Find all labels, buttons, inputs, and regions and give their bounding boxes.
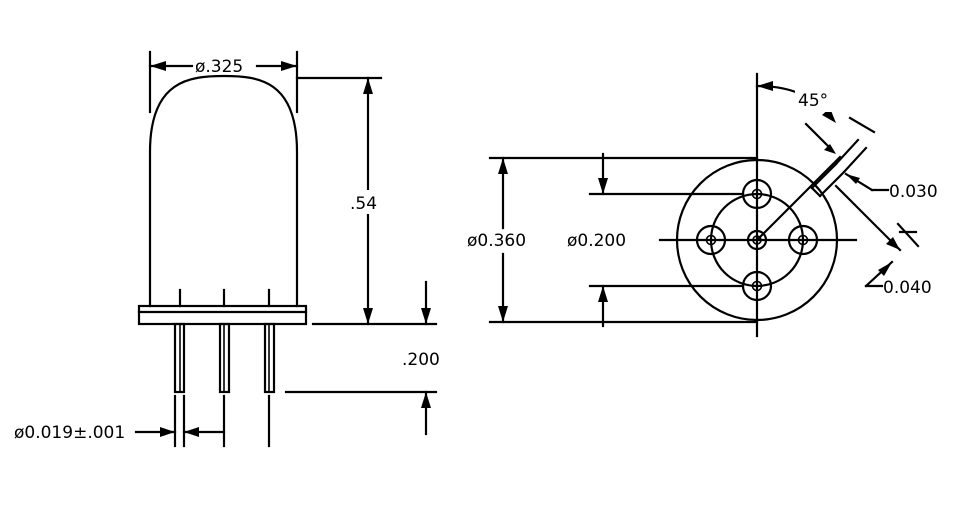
side-view: ø.325 .54 .200 ø0.019±.001 [14, 50, 440, 448]
dim-cap-arrow-left [150, 61, 166, 71]
dim-030-ext [848, 116, 876, 134]
tab-center-line [755, 155, 842, 242]
dim-040-label: 0.040 [883, 278, 932, 298]
dim-030-arrow [824, 144, 836, 154]
dim-cap-label: ø.325 [195, 57, 243, 77]
dim-base-label: ø0.360 [467, 231, 526, 251]
dim-040-line [834, 184, 902, 252]
tab-edge-2 [818, 170, 846, 198]
dim-030-leader-arrow [846, 174, 860, 184]
dim-lead-label: .200 [402, 350, 440, 370]
dim-pins-label: ø0.200 [567, 231, 626, 251]
dim-lead-arrow-bottom [421, 392, 431, 408]
dim-leaddia-arrow-left [160, 427, 175, 437]
dim-angle-label-bg [795, 88, 839, 112]
tab-end [810, 186, 822, 198]
dim-base-arrow-top [498, 158, 508, 174]
cap-outline [148, 74, 299, 308]
dim-040-arrow [886, 237, 900, 250]
dim-030-label: 0.030 [889, 182, 938, 202]
dim-040-ext [896, 222, 920, 248]
flange [137, 304, 308, 326]
dim-leaddia-label: ø0.019±.001 [14, 423, 125, 443]
dim-height-label-bg [348, 190, 386, 214]
bottom-view: ø0.360 ø0.200 45° 0.030 0.040 [467, 72, 938, 338]
dim-lead-arrow-top [421, 308, 431, 324]
dim-height-arrow-bottom [363, 308, 373, 324]
dim-height-arrow-top [363, 78, 373, 94]
pin-right [787, 224, 819, 256]
dim-height-label: .54 [350, 194, 377, 214]
dim-pins-arrow-bottom [598, 286, 608, 302]
pin-center [746, 229, 768, 251]
dim-angle-arrow-right [822, 108, 836, 123]
dim-cap-arrow-right [281, 61, 297, 71]
dim-leaddia-arrow-right [184, 427, 199, 437]
tab-edge-1 [810, 162, 838, 190]
dim-030-ext-a [834, 138, 860, 166]
dim-030-ext-b [842, 146, 868, 174]
dim-angle-label: 45° [798, 91, 828, 111]
dim-030-line-left [804, 122, 834, 152]
dim-base-arrow-bottom [498, 306, 508, 322]
dim-040-leader-arrow [878, 262, 892, 276]
dim-pins-arrow-top [598, 178, 608, 194]
pin-left [695, 224, 727, 256]
dim-angle-arrow-left [757, 81, 773, 91]
